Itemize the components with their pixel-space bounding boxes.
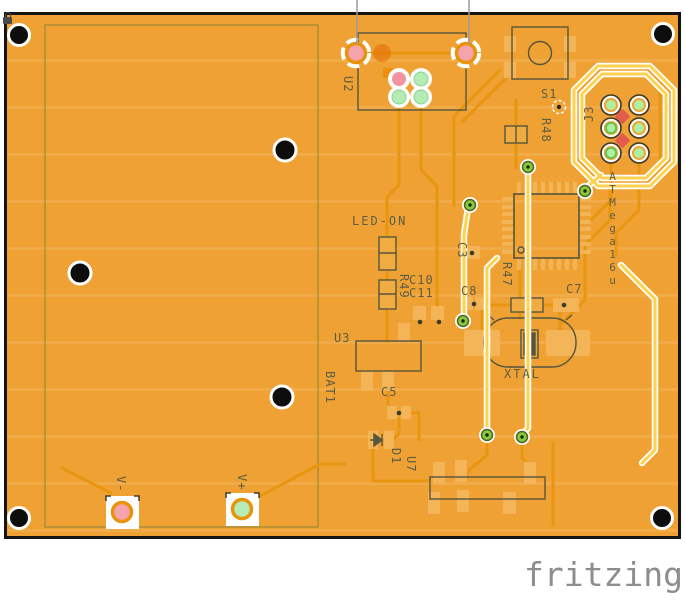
label-c10: C10 xyxy=(409,273,434,287)
label-xtal: XTAL xyxy=(504,367,541,381)
label-c8: C8 xyxy=(461,284,478,298)
label-s1: S1 xyxy=(541,87,558,101)
label-bat1: BAT1 xyxy=(323,371,337,404)
u2-pad-cluster[interactable] xyxy=(383,68,432,108)
label-r48: R48 xyxy=(539,118,553,143)
through-hole-pads[interactable] xyxy=(105,37,650,529)
label-c7: C7 xyxy=(566,282,583,296)
mounting-holes[interactable] xyxy=(7,22,675,530)
label-j3: J3 xyxy=(582,105,596,122)
label-u3: U3 xyxy=(334,331,351,345)
label-d1: D1 xyxy=(389,448,403,465)
mcu-pins xyxy=(502,182,591,270)
battery-outline[interactable] xyxy=(44,24,319,528)
smd-pads[interactable] xyxy=(361,36,590,514)
label-c3: C3 xyxy=(455,242,469,259)
pad-v-minus[interactable] xyxy=(105,495,140,529)
icsp-header[interactable] xyxy=(600,94,650,164)
fritzing-watermark: fritzing xyxy=(524,555,683,594)
ratsnest-wires[interactable] xyxy=(356,0,470,44)
pad-v-plus[interactable] xyxy=(225,492,260,526)
label-mcu: ATMega16u xyxy=(606,170,619,287)
label-c11: C11 xyxy=(409,286,434,300)
label-c5: C5 xyxy=(381,385,398,399)
top-traces[interactable] xyxy=(460,62,678,467)
vias[interactable] xyxy=(455,99,593,446)
label-r47: R47 xyxy=(500,262,514,287)
lock-icon xyxy=(3,12,12,24)
label-led-on: LED-ON xyxy=(352,214,408,228)
label-u2: U2 xyxy=(341,76,355,93)
label-v-plus: V+ xyxy=(235,474,249,491)
label-u7: U7 xyxy=(404,456,418,473)
pcb-board[interactable] xyxy=(4,12,681,539)
label-v-minus: V- xyxy=(114,476,128,493)
